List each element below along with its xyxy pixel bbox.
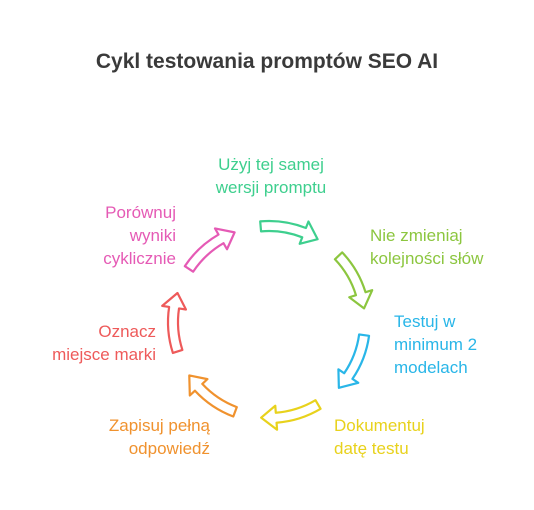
step-label-7-line-2: wyniki bbox=[129, 226, 176, 245]
step-label-5: Zapisuj pełną odpowiedź bbox=[82, 414, 210, 460]
step-label-4: Dokumentuj datę testu bbox=[334, 414, 425, 460]
step-label-3: Testuj w minimum 2 modelach bbox=[394, 310, 477, 379]
step-label-2-line-1: Nie zmieniaj bbox=[370, 226, 463, 245]
cycle-arrow-6 bbox=[161, 291, 188, 355]
diagram-title: Cykl testowania promptów SEO AI bbox=[95, 50, 439, 73]
cycle-arrow-5 bbox=[188, 374, 238, 418]
step-label-6-line-2: miejsce marki bbox=[52, 345, 156, 364]
step-label-1-line-2: wersji promptu bbox=[215, 178, 327, 197]
cycle-arrow-7 bbox=[183, 227, 236, 273]
step-label-3-line-3: modelach bbox=[394, 358, 468, 377]
cycle-arrow-1 bbox=[259, 219, 319, 245]
step-label-4-line-1: Dokumentuj bbox=[334, 416, 425, 435]
cycle-arrow-4 bbox=[260, 399, 322, 431]
step-label-5-line-1: Zapisuj pełną bbox=[108, 416, 210, 435]
step-label-6: Oznacz miejsce marki bbox=[46, 320, 156, 366]
step-label-1-line-1: Użyj tej samej bbox=[218, 155, 324, 174]
step-label-6-line-1: Oznacz bbox=[98, 322, 156, 341]
step-label-2: Nie zmieniaj kolejności słów bbox=[370, 224, 483, 270]
step-label-3-line-2: minimum 2 bbox=[394, 335, 478, 354]
step-label-7-line-3: cyklicznie bbox=[103, 249, 176, 268]
step-label-7-line-1: Porównuj bbox=[105, 203, 176, 222]
step-label-7: Porównuj wyniki cyklicznie bbox=[62, 201, 176, 270]
step-label-3-line-1: Testuj w bbox=[394, 312, 456, 331]
step-label-2-line-2: kolejności słów bbox=[370, 249, 484, 268]
step-label-5-line-2: odpowiedź bbox=[128, 439, 210, 458]
cycle-arrow-2 bbox=[333, 251, 374, 310]
cycle-arrow-3 bbox=[337, 333, 371, 389]
step-label-4-line-2: datę testu bbox=[334, 439, 409, 458]
step-label-1: Użyj tej samej wersji promptu bbox=[196, 153, 346, 199]
